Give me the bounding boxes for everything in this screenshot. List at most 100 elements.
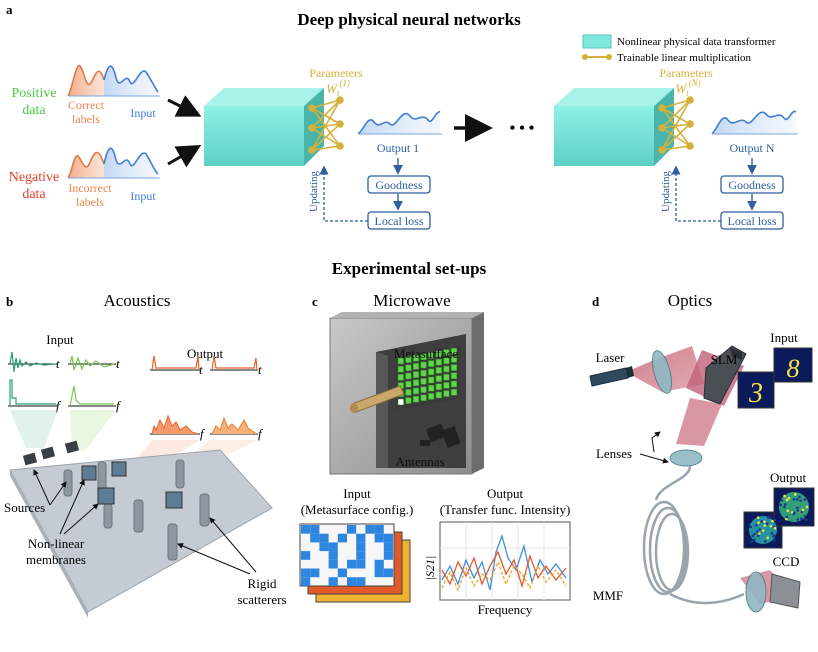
- negative-waveform: [67, 147, 160, 179]
- optics-input-label: Input: [770, 330, 798, 345]
- acoustic-output-signals: t t f f: [150, 355, 264, 441]
- output-1-waveform: [357, 111, 442, 135]
- sources-label: Sources: [4, 500, 45, 515]
- mw-input-label-2: (Metasurface config.): [301, 502, 414, 517]
- output-n-waveform: [711, 110, 798, 135]
- panel-a-letter: a: [6, 2, 13, 17]
- metasurface-label: Metasurface: [394, 346, 458, 361]
- nonlinear-membranes: [81, 461, 183, 509]
- multimode-fiber: [642, 465, 745, 605]
- scatterers-label-2: scatterers: [237, 592, 286, 607]
- panel-c-letter: c: [312, 294, 318, 309]
- panel-b-letter: b: [6, 294, 13, 309]
- mw-input-label-1: Input: [343, 486, 371, 501]
- legend-transformer-label: Nonlinear physical data transformer: [617, 36, 776, 48]
- microwave-title: Microwave: [373, 291, 450, 310]
- laser: [589, 366, 634, 387]
- input-digit-images: [737, 347, 813, 409]
- frequency-axis-label: Frequency: [478, 602, 533, 617]
- incorrect-labels-2: labels: [76, 195, 104, 209]
- optics-title: Optics: [668, 291, 712, 310]
- output-speckle-images: [743, 487, 815, 549]
- positive-waveform: [67, 65, 160, 97]
- parameters-label-1: Parameters: [309, 66, 363, 80]
- s21-axis-label: |S21|: [423, 556, 437, 581]
- legend-cube-swatch: [582, 34, 612, 49]
- scatterers-label-1: Rigid: [248, 576, 277, 591]
- legend-linear-label: Trainable linear multiplication: [617, 52, 752, 64]
- input-digit-8: 8: [787, 354, 800, 383]
- panel-d-letter: d: [592, 294, 600, 309]
- arrow-positive-to-cube: [167, 95, 202, 117]
- local-loss-label-n: Local loss: [728, 214, 777, 228]
- input-digit-3: 3: [748, 378, 763, 409]
- goodness-label-1: Goodness: [375, 178, 423, 192]
- goodness-label-n: Goodness: [728, 178, 776, 192]
- acoustics-title: Acoustics: [103, 291, 170, 310]
- updating-path-n: [671, 165, 721, 222]
- linear-multiplication-1: [308, 96, 344, 154]
- f-label-2: f: [116, 398, 122, 413]
- slm-label: SLM: [711, 352, 738, 367]
- t-label-2: t: [116, 356, 120, 371]
- linear-multiplication-n: [658, 96, 694, 154]
- acoustic-input-signals: t t f f: [8, 351, 122, 413]
- negative-data-label-2: data: [22, 187, 46, 202]
- output-n-label: Output N: [730, 141, 775, 155]
- correct-labels-1: Correct: [68, 98, 105, 112]
- local-loss-label-1: Local loss: [375, 214, 424, 228]
- lenses-label: Lenses: [596, 446, 632, 461]
- physical-transformer-cube-n: [554, 88, 674, 166]
- updating-label-1: Updating: [308, 171, 320, 212]
- updating-path-1: [319, 165, 368, 222]
- incorrect-labels-1: Incorrect: [68, 181, 112, 195]
- slm: [703, 345, 747, 405]
- legend: Nonlinear physical data transformer Trai…: [582, 34, 776, 64]
- metasurface-configs: [299, 523, 411, 603]
- output-1-label: Output 1: [377, 141, 419, 155]
- goodness-box-n: [720, 175, 784, 194]
- negative-data-label-1: Negative: [9, 170, 60, 185]
- physical-transformer-cube-1: [204, 88, 324, 166]
- ccd: [769, 573, 801, 609]
- transfer-function-plot: [439, 521, 571, 601]
- ellipsis: • • •: [510, 120, 535, 137]
- antennas-label: Antennas: [395, 454, 444, 469]
- positive-data-label-1: Positive: [11, 86, 56, 101]
- param-wn: Wt(N): [675, 78, 700, 98]
- param-w1: Wt(1): [326, 78, 350, 98]
- mw-output-label-1: Output: [487, 486, 524, 501]
- membranes-label-1: Non-linear: [28, 536, 85, 551]
- mmf-label: MMF: [593, 588, 623, 603]
- arrow-negative-to-cube: [167, 145, 202, 168]
- acoustic-sources: [22, 440, 80, 466]
- positive-input-label: Input: [130, 106, 156, 120]
- lenses: [651, 350, 767, 613]
- laser-label: Laser: [596, 350, 626, 365]
- optics-output-label: Output: [770, 470, 807, 485]
- positive-data-label-2: data: [22, 103, 46, 118]
- negative-input-label: Input: [130, 189, 156, 203]
- acoustics-output-label: Output: [187, 346, 224, 361]
- t-label-3: t: [199, 362, 203, 377]
- updating-label-n: Updating: [660, 171, 672, 212]
- f-label-1: f: [56, 398, 62, 413]
- acoustics-input-label: Input: [46, 332, 74, 347]
- f-label-4: f: [258, 426, 264, 441]
- panel-a-title: Deep physical neural networks: [297, 10, 521, 29]
- t-label-4: t: [258, 362, 262, 377]
- membranes-label-2: membranes: [26, 552, 86, 567]
- goodness-box-1: [367, 175, 431, 194]
- mw-output-label-2: (Transfer func. Intensity): [440, 502, 571, 517]
- ccd-label: CCD: [773, 554, 800, 569]
- rigid-scatterers: [63, 459, 210, 561]
- f-label-3: f: [200, 426, 206, 441]
- antennas: [420, 423, 461, 448]
- correct-labels-2: labels: [72, 112, 100, 126]
- parameters-label-n: Parameters: [659, 66, 713, 80]
- acoustic-platform: [9, 449, 273, 618]
- setups-title: Experimental set-ups: [332, 259, 487, 278]
- metasurface: [396, 346, 460, 410]
- t-label-1: t: [56, 356, 60, 371]
